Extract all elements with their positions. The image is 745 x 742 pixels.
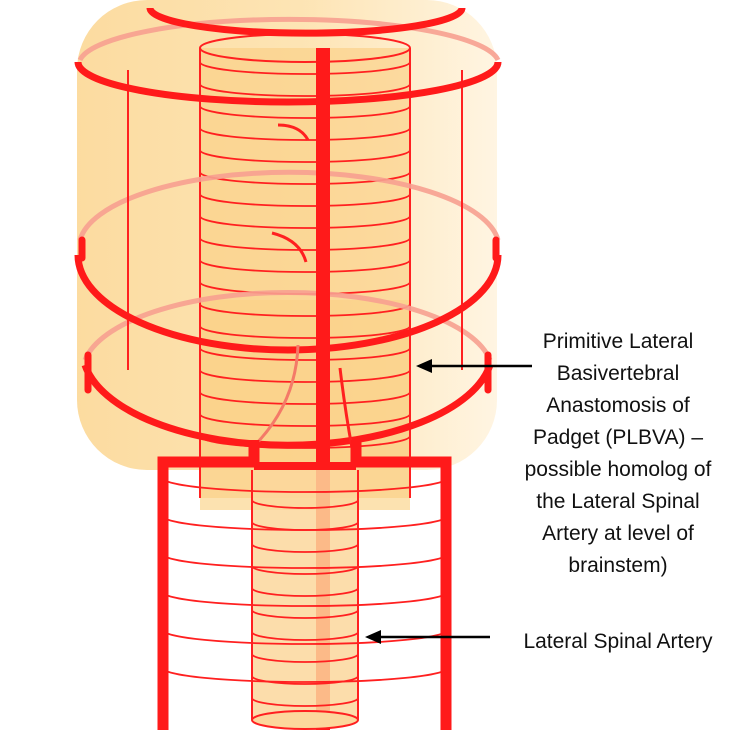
ring-arc [162,553,448,569]
ring-arc [199,105,411,119]
upper-bold-rings [74,7,502,449]
ring-arc [162,515,448,531]
ring-arc [199,127,411,141]
brainstem-core-rings [199,61,411,449]
ring-arc [251,565,359,575]
ring-arc [199,303,411,317]
ring-arc [162,477,448,493]
pale-ring-backs [77,16,501,361]
ring-arc [251,609,359,619]
plbva-label-line: the Lateral Spinal [536,490,700,513]
spinal-outer-rings [162,477,448,683]
ring-arc [199,325,411,339]
plbva-arrow [416,359,532,373]
ring-arc [251,499,359,509]
ring-arc [251,631,359,641]
ring-arc [199,413,411,427]
lateral-spinal-artery-label: Lateral Spinal Artery [523,630,713,653]
lsa-arrow [365,630,490,644]
spinal-cord-rings [251,499,359,707]
ring-arc [162,667,448,683]
vertebral-bridge [254,462,356,470]
ring-ties [78,236,500,394]
ring-arc [199,391,411,405]
plbva-label-line: Primitive Lateral [542,330,694,353]
ring-arc [199,347,411,361]
ring-arc [199,259,411,273]
ring-arc [199,237,411,251]
ring-arc [199,61,411,75]
plbva-label-line: possible homolog of [524,458,712,481]
ring-arc [251,653,359,663]
spinal-cord-cylinder [251,470,359,730]
plbva-label: Primitive Lateral Basivertebral Anastomo… [500,326,736,582]
plbva-label-line: Artery at level of [542,522,694,545]
ring-arc [251,543,359,553]
ring-arc [199,215,411,229]
ring-arc [251,587,359,597]
plbva-label-line: Anastomosis of [546,394,690,417]
plbva-label-line: brainstem) [568,554,668,577]
plbva-label-line: Basivertebral [556,362,680,385]
plbva-label-line: Padget (PLBVA) – [532,426,704,449]
ring-arc [199,369,411,383]
ring-arc [251,675,359,685]
ring-arc [199,83,411,97]
vertebral-arteries [157,440,452,730]
ring-arc [162,591,448,607]
ring-arc [199,193,411,207]
ring-arc [199,149,411,163]
ring-arc [251,697,359,707]
